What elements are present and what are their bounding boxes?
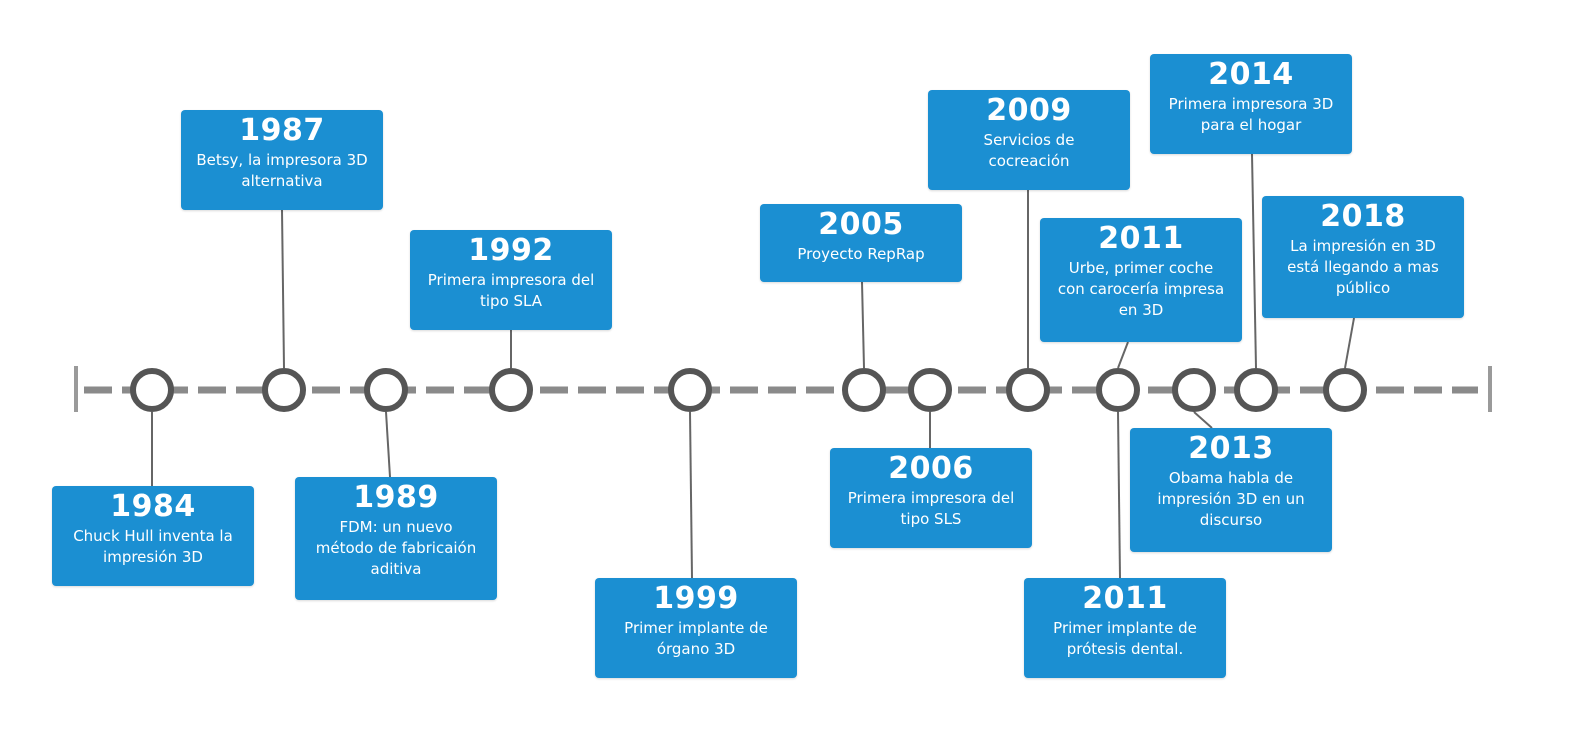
connector-line-2013: [1193, 411, 1213, 429]
connector-line-1989: [385, 411, 391, 478]
event-card-2013: 2013 Obama habla de impresión 3D en un d…: [1130, 428, 1332, 552]
event-year: 1989: [353, 480, 439, 515]
event-description: La impresión en 3D está llegando a mas p…: [1287, 237, 1439, 297]
event-description: Proyecto RepRap: [797, 245, 925, 263]
event-description: Urbe, primer coche con carocería impresa…: [1057, 259, 1225, 319]
event-card-1987: 1987 Betsy, la impresora 3D alternativa: [181, 110, 383, 210]
timeline-node-2013: [1172, 368, 1216, 412]
connector-line-2011: [1117, 411, 1121, 579]
timeline-node-1984: [130, 368, 174, 412]
event-description: Obama habla de impresión 3D en un discur…: [1157, 469, 1305, 529]
event-year: 2014: [1208, 57, 1294, 92]
event-card-2011-dental: 2011 Primer implante de prótesis dental.: [1024, 578, 1226, 678]
event-card-1984: 1984 Chuck Hull inventa la impresión 3D: [52, 486, 254, 586]
timeline-node-2011: [1096, 368, 1140, 412]
connector-line-2011: [1117, 341, 1129, 369]
connector-line-1999: [689, 411, 693, 579]
event-year: 1984: [110, 489, 196, 524]
event-year: 2011: [1082, 581, 1168, 616]
timeline-node-2005: [842, 368, 886, 412]
event-description: Primer implante de órgano 3D: [624, 619, 768, 658]
event-description: Primer implante de prótesis dental.: [1053, 619, 1197, 658]
event-description: Betsy, la impresora 3D alternativa: [196, 151, 368, 190]
event-year: 2013: [1188, 431, 1274, 466]
connector-line-2018: [1344, 317, 1355, 369]
event-description: Chuck Hull inventa la impresión 3D: [73, 527, 233, 566]
event-description: FDM: un nuevo método de fabricaión aditi…: [315, 518, 477, 578]
connector-line-2005: [861, 281, 865, 369]
event-year: 2018: [1320, 199, 1406, 234]
event-card-1999: 1999 Primer implante de órgano 3D: [595, 578, 797, 678]
timeline-node-1989: [364, 368, 408, 412]
event-card-2006: 2006 Primera impresora del tipo SLS: [830, 448, 1032, 548]
event-card-2005: 2005 Proyecto RepRap: [760, 204, 962, 282]
event-description: Servicios de cocreación: [983, 131, 1075, 170]
timeline-node-1992: [489, 368, 533, 412]
timeline-node-2009: [1006, 368, 1050, 412]
timeline-node-2006: [908, 368, 952, 412]
event-year: 2011: [1098, 221, 1184, 256]
event-card-2018: 2018 La impresión en 3D está llegando a …: [1262, 196, 1464, 318]
event-year: 2006: [888, 451, 974, 486]
event-card-2011-urbe: 2011 Urbe, primer coche con carocería im…: [1040, 218, 1242, 342]
event-year: 1987: [239, 113, 325, 148]
connector-line-1987: [281, 209, 285, 369]
event-card-2014: 2014 Primera impresora 3D para el hogar: [1150, 54, 1352, 154]
timeline-node-2018: [1323, 368, 1367, 412]
event-card-1992: 1992 Primera impresora del tipo SLA: [410, 230, 612, 330]
event-year: 2005: [818, 207, 904, 242]
event-year: 1999: [653, 581, 739, 616]
timeline-node-2014: [1234, 368, 1278, 412]
timeline-node-1987: [262, 368, 306, 412]
event-year: 2009: [986, 93, 1072, 128]
event-description: Primera impresora 3D para el hogar: [1168, 95, 1334, 134]
event-description: Primera impresora del tipo SLS: [847, 489, 1015, 528]
event-year: 1992: [468, 233, 554, 268]
event-card-2009: 2009 Servicios de cocreación: [928, 90, 1130, 190]
timeline-node-1999: [668, 368, 712, 412]
event-card-1989: 1989 FDM: un nuevo método de fabricaión …: [295, 477, 497, 600]
connector-line-2014: [1251, 153, 1257, 369]
event-description: Primera impresora del tipo SLA: [427, 271, 595, 310]
